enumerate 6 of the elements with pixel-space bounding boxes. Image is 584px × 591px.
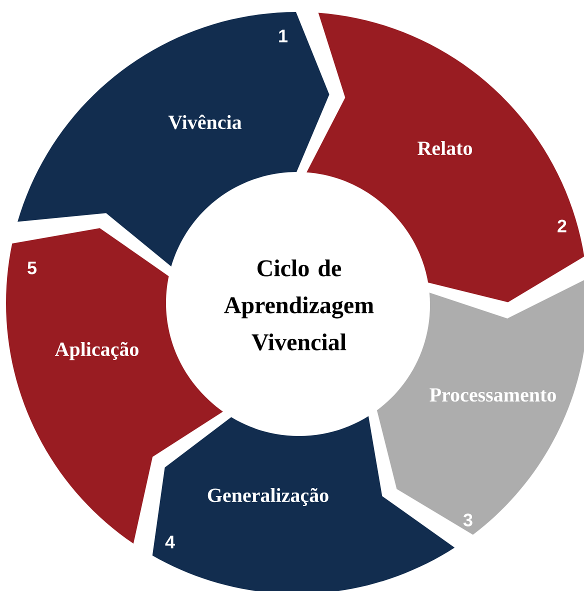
step-number: 4	[165, 536, 175, 548]
step-number: 3	[463, 514, 472, 526]
step-number: 1	[279, 30, 288, 42]
step-number: 2	[558, 220, 566, 232]
step-number: 5	[28, 262, 37, 274]
node-label: Ciclo de Aprendizagem Vivencial	[224, 259, 374, 351]
